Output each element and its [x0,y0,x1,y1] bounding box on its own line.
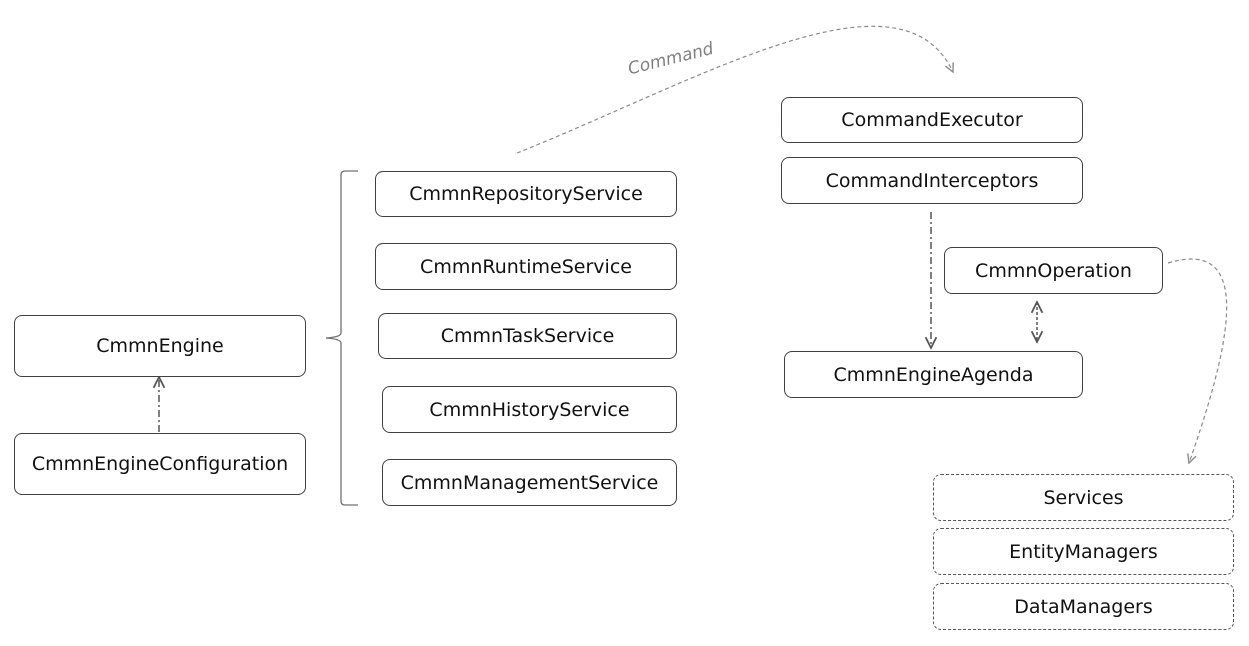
cmmn-engine-box: CmmnEngine [14,315,306,377]
command-flow-arrow [516,25,953,154]
command-executor-box: CommandExecutor [781,97,1083,143]
command-interceptors-box: CommandInterceptors [781,157,1083,204]
services-box: Services [933,474,1234,521]
cmmn-repository-service-box: CmmnRepositoryService [375,171,677,217]
cmmn-engine-configuration-box: CmmnEngineConfiguration [14,433,306,495]
cmmn-history-service-box: CmmnHistoryService [382,386,677,433]
data-managers-box: DataManagers [933,583,1234,630]
services-brace [325,170,358,506]
entity-managers-box: EntityManagers [933,528,1234,575]
operation-to-services-arrow [1167,258,1228,463]
cmmn-management-service-box: CmmnManagementService [382,459,677,506]
cmmn-engine-agenda-box: CmmnEngineAgenda [784,351,1083,398]
cmmn-task-service-box: CmmnTaskService [378,313,677,359]
cmmn-runtime-service-box: CmmnRuntimeService [375,243,677,290]
cmmn-operation-box: CmmnOperation [944,247,1163,294]
